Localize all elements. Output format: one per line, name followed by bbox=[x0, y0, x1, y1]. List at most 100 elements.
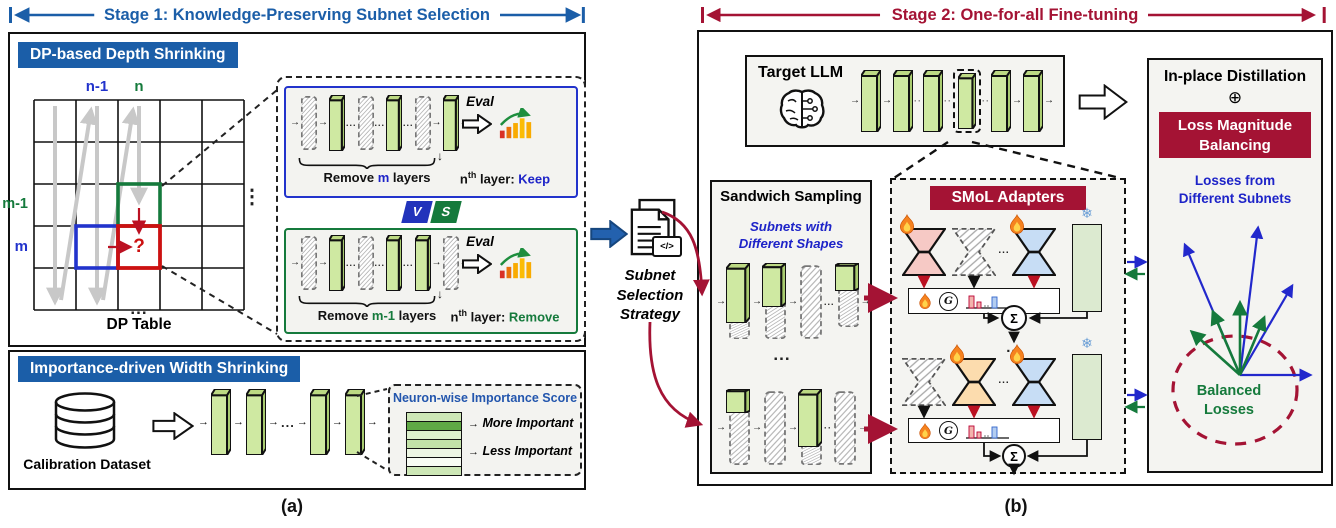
skipped-layer-icon bbox=[834, 391, 856, 465]
kept-layer-icon bbox=[386, 95, 402, 151]
flow-arrow-icon: → bbox=[858, 422, 868, 433]
flow-arrow-icon: → bbox=[788, 422, 798, 433]
ellipsis: ·· bbox=[944, 95, 952, 106]
subnet-selection-strategy-label: Subnet Selection Strategy bbox=[616, 267, 684, 323]
layer-block-icon bbox=[345, 389, 365, 455]
flow-arrow-icon: → bbox=[716, 422, 726, 433]
stage2-header-left-arrow-icon bbox=[701, 7, 881, 23]
removed-layer-icon bbox=[301, 96, 317, 150]
importance-score-box: Neuron-wise Importance Score → More Impo… bbox=[388, 384, 582, 476]
losses-from-subnets-label: Losses from Different Subnets bbox=[1178, 173, 1292, 206]
removed-layer-icon bbox=[358, 236, 374, 290]
eval-chart-icon bbox=[498, 108, 534, 140]
sandwich-sampling-title: Sandwich Sampling bbox=[720, 188, 862, 205]
adapter-orange-icon bbox=[952, 358, 996, 406]
more-important-label: More Important bbox=[482, 416, 574, 430]
layer-block-icon bbox=[958, 73, 976, 129]
flow-arrow-icon: → bbox=[752, 296, 762, 307]
code-badge: </> bbox=[652, 236, 682, 257]
database-icon bbox=[52, 392, 118, 450]
ellipsis: ·· bbox=[982, 95, 990, 106]
subnet-layer-icon bbox=[762, 263, 786, 339]
kept-layer-icon bbox=[329, 235, 345, 291]
versus-badge-icon: V S bbox=[401, 200, 462, 224]
sum-node-1: Σ bbox=[1001, 305, 1027, 331]
down-arrow-icon: ↓ bbox=[437, 149, 443, 163]
depth-shrinking-title: DP-based Depth Shrinking bbox=[18, 42, 238, 68]
nth-layer-keep-label: nth layer: Keep bbox=[459, 170, 551, 187]
eval-label: Eval bbox=[466, 94, 494, 109]
eval-chart-icon bbox=[498, 248, 534, 280]
skipped-layer-icon bbox=[764, 391, 786, 465]
flow-arrow-icon: → bbox=[1044, 95, 1054, 106]
subnet-rows-ellipsis: ... bbox=[773, 345, 791, 364]
flow-arrow-icon: → bbox=[716, 296, 726, 307]
stage-transition-arrow-icon bbox=[590, 220, 628, 248]
flow-arrow-icon: → bbox=[431, 117, 442, 128]
caption-a: (a) bbox=[281, 496, 303, 516]
ellipsis: ... bbox=[998, 375, 1010, 386]
less-important-row: → Less Important bbox=[468, 444, 572, 458]
ellipsis: ... bbox=[374, 117, 386, 128]
balanced-losses-label: Balanced Losses bbox=[1196, 383, 1262, 418]
flow-arrow-icon: → bbox=[198, 415, 209, 428]
calibration-dataset-label: Calibration Dataset bbox=[23, 456, 151, 472]
target-llm-layers: → → ·· ·· ·· → → bbox=[850, 63, 1054, 139]
flame-icon bbox=[898, 214, 916, 234]
stage2-header-label: Stage 2: One-for-all Fine-tuning bbox=[891, 5, 1139, 24]
layer-block-icon bbox=[310, 389, 330, 455]
shared-expert-block bbox=[1072, 224, 1102, 312]
flow-arrow-icon: → bbox=[290, 117, 300, 128]
flow-arrow-icon: → bbox=[850, 95, 860, 106]
dp-traversal-arrows bbox=[46, 106, 148, 306]
more-important-row: → More Important bbox=[468, 416, 573, 430]
flame-icon bbox=[918, 423, 932, 439]
layer-block-icon bbox=[991, 70, 1011, 132]
kept-layer-icon bbox=[329, 95, 345, 151]
kept-layer-icon bbox=[386, 235, 402, 291]
flame-icon bbox=[918, 293, 932, 309]
inplace-distillation-title: In-place Distillation bbox=[1163, 68, 1307, 85]
gate-weights-chart-icon bbox=[965, 421, 1011, 441]
layer-block-icon bbox=[861, 70, 881, 132]
dp-question-mark: ? bbox=[133, 236, 145, 257]
adapter-blue-icon bbox=[1012, 358, 1056, 406]
nth-layer-remove-label: nth layer: Remove bbox=[450, 308, 560, 325]
dp-table-grid bbox=[33, 99, 245, 311]
down-arrow-icon: ↓ bbox=[437, 287, 443, 301]
dp-col-label-n: n bbox=[134, 78, 144, 95]
layer-block-icon bbox=[211, 389, 231, 455]
brain-icon bbox=[778, 88, 826, 132]
flame-icon bbox=[1008, 214, 1026, 234]
underbrace-icon bbox=[298, 158, 436, 169]
router-box-1: G bbox=[908, 288, 1060, 314]
skipped-layer-icon bbox=[800, 265, 822, 339]
target-llm-label: Target LLM bbox=[758, 64, 844, 81]
stage1-header-label: Stage 1: Knowledge-Preserving Subnet Sel… bbox=[104, 5, 491, 24]
eval-block-arrow-icon bbox=[462, 114, 492, 134]
versus-v: V bbox=[401, 201, 433, 223]
shared-expert-block bbox=[1072, 354, 1102, 440]
eval-label: Eval bbox=[466, 234, 494, 249]
flow-arrow-icon: → bbox=[366, 415, 378, 428]
width-shrinking-title: Importance-driven Width Shrinking bbox=[18, 356, 301, 382]
flow-arrow-icon: → bbox=[318, 117, 328, 128]
removed-layer-icon bbox=[415, 96, 431, 150]
layer-block-icon bbox=[923, 70, 943, 132]
flow-arrow-icon: → bbox=[860, 296, 871, 307]
loss-magnitude-balancing-badge: Loss Magnitude Balancing bbox=[1159, 112, 1311, 158]
eval-block-arrow-icon bbox=[462, 254, 492, 274]
versus-s: S bbox=[430, 201, 462, 223]
layer-block-icon bbox=[893, 70, 913, 132]
stage1-header: Stage 1: Knowledge-Preserving Subnet Sel… bbox=[8, 4, 586, 26]
flame-icon bbox=[948, 344, 966, 364]
dp-row-label-m: m bbox=[14, 238, 28, 255]
underbrace-icon bbox=[298, 296, 436, 307]
vertical-ellipsis: ⋮ bbox=[242, 186, 262, 208]
removed-layer-icon bbox=[301, 236, 317, 290]
ellipsis: ·· bbox=[824, 422, 832, 433]
adapter-inactive-icon bbox=[952, 228, 996, 276]
balanced-loss-arrows bbox=[1189, 299, 1267, 376]
flow-arrow-icon: → bbox=[752, 422, 762, 433]
